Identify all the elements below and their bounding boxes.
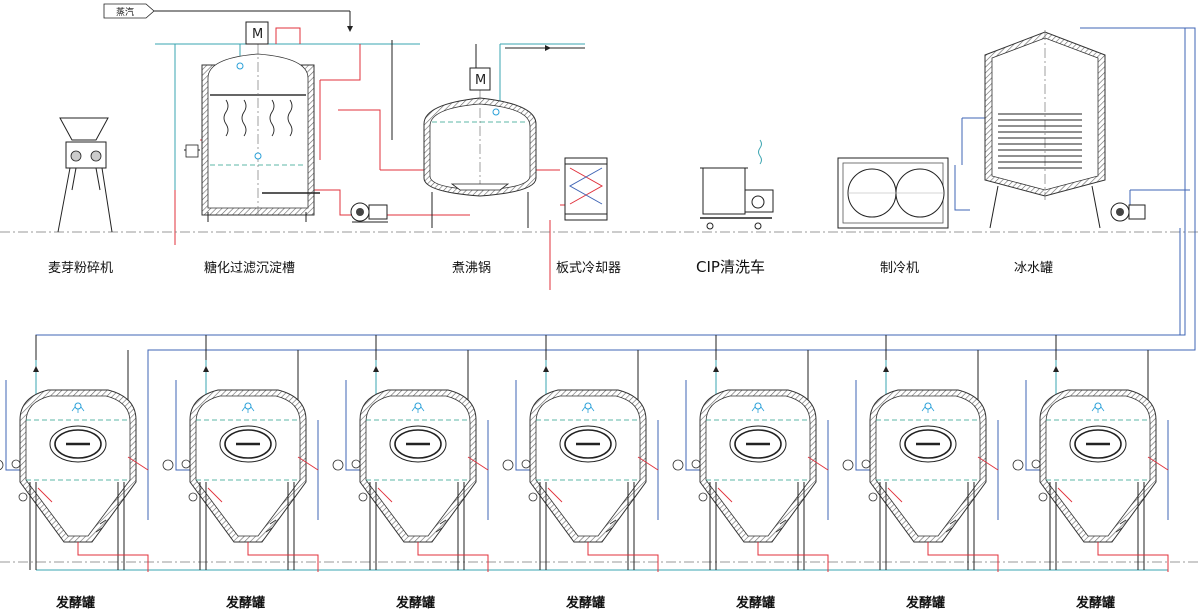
ice-tank-label: 冰水罐 — [1014, 261, 1053, 276]
fermenter-body — [1011, 388, 1170, 574]
pump-1 — [350, 202, 388, 223]
boil-kettle: M — [423, 67, 537, 228]
steam-tag: 蒸汽 — [103, 3, 353, 32]
kettle-label: 煮沸锅 — [452, 260, 491, 276]
fermenter-label: 发酵罐 — [735, 595, 775, 610]
fermenter-body — [331, 388, 490, 574]
chiller-unit — [837, 157, 949, 229]
fermenter-body — [501, 388, 660, 574]
fermenter-tank: 发酵罐 — [331, 335, 490, 610]
fermenter-tank: 发酵罐 — [671, 335, 830, 610]
fermenter-body — [671, 388, 830, 574]
cip-cart — [700, 139, 774, 230]
fermenter-tank: 发酵罐 — [841, 335, 1000, 610]
fermenter-tank: 发酵罐 — [0, 335, 150, 610]
steam-label: 蒸汽 — [116, 6, 134, 18]
chiller-label: 制冷机 — [880, 261, 919, 276]
mill-label: 麦芽粉碎机 — [48, 261, 113, 276]
fermenter-tank: 发酵罐 — [1011, 335, 1170, 610]
fermenter-label: 发酵罐 — [225, 595, 265, 610]
mash-lauter-tun: M — [184, 21, 320, 222]
fermenter-tank: 发酵罐 — [161, 335, 320, 610]
fermenter-label: 发酵罐 — [1075, 595, 1115, 610]
kettle-motor-label: M — [475, 73, 486, 88]
plate-cooler-label: 板式冷却器 — [556, 261, 621, 276]
pump-2 — [1110, 202, 1146, 222]
fermenter-body — [161, 388, 320, 574]
fermenter-label: 发酵罐 — [905, 595, 945, 610]
mash-lauter-label: 糖化过滤沉淀槽 — [204, 260, 295, 276]
ice-water-tank — [984, 30, 1106, 229]
fermenter-label: 发酵罐 — [55, 595, 95, 610]
fermenter-body — [841, 388, 1000, 574]
fermenter-label: 发酵罐 — [395, 595, 435, 610]
fermenter-body — [0, 388, 150, 574]
mash-motor-label: M — [252, 27, 263, 42]
malt-mill — [57, 117, 113, 233]
fermenter-tank: 发酵罐 — [501, 335, 660, 610]
fermenter-label: 发酵罐 — [565, 595, 605, 610]
plate-cooler — [564, 157, 608, 221]
fermenter-row: 发酵罐 发酵罐 发酵罐 发酵罐 发酵罐 发酵罐 发酵罐 — [0, 335, 1170, 610]
cip-label: CIP清洗车 — [696, 258, 765, 276]
